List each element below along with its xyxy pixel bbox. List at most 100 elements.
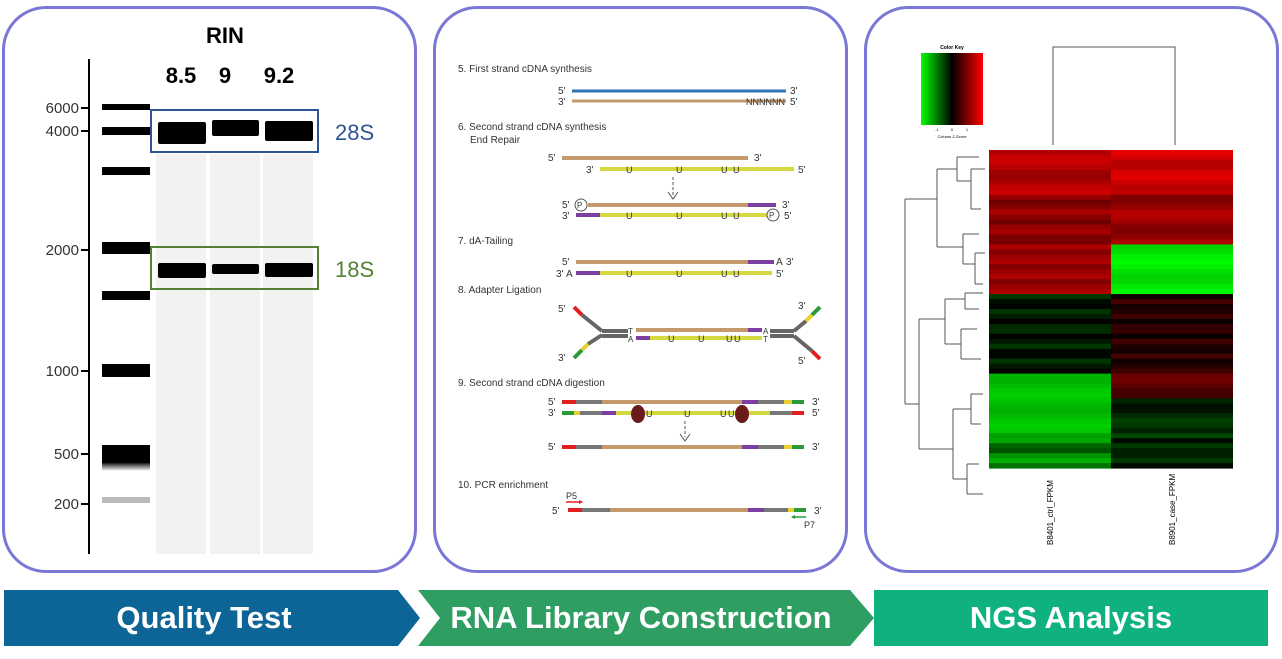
strand-end: 5' — [552, 506, 560, 517]
heatmap-cell — [989, 408, 1111, 414]
primer-p5: P5 — [566, 491, 577, 501]
heatmap-cell — [1111, 413, 1233, 419]
heatmap-cell — [989, 169, 1111, 176]
heatmap-cell — [989, 259, 1111, 265]
heatmap-cell — [1111, 299, 1233, 305]
heatmap-cell — [989, 309, 1111, 315]
heatmap-cell — [1111, 224, 1233, 231]
heatmap-cell — [989, 274, 1111, 280]
heatmap-cell — [989, 249, 1111, 255]
color-key-title: Color Key — [940, 45, 964, 51]
heatmap-cell — [989, 428, 1111, 434]
uracil: U — [676, 211, 683, 221]
uracil: U — [728, 409, 735, 419]
heatmap-cell — [1111, 199, 1233, 206]
heatmap-cell — [1111, 194, 1233, 201]
ladder-label-2000: 2000 — [46, 242, 79, 259]
bands-18s — [158, 263, 313, 278]
heatmap-cell — [989, 164, 1111, 171]
ladder-labels: 6000 4000 2000 1000 500 200 — [46, 100, 79, 513]
heatmap-cell — [1111, 209, 1233, 216]
heatmap-cell — [989, 254, 1111, 260]
heatmap-cell — [989, 338, 1111, 345]
strand-end: 3' — [562, 211, 570, 222]
uracil: U — [721, 211, 728, 221]
heatmap-cell — [989, 184, 1111, 191]
ngs-analysis-step: NGS Analysis — [874, 590, 1268, 646]
heatmap-cell — [989, 383, 1111, 390]
gel-image: RIN 8.5 9 9.2 6000 4000 2000 1000 500 20… — [46, 23, 374, 554]
strand-end: 3' — [798, 301, 806, 312]
strand-end: 5' — [558, 86, 566, 97]
18s-box — [150, 246, 319, 290]
strand-end: 3' — [812, 442, 820, 453]
heatmap-cell — [989, 229, 1111, 236]
heatmap-cell — [989, 209, 1111, 216]
uracil: U — [733, 269, 740, 279]
heatmap-cell — [1111, 393, 1233, 400]
heatmap-cell — [1111, 353, 1233, 360]
uracil: U — [676, 165, 683, 175]
heatmap-cell — [989, 244, 1111, 250]
strand-end: 3' — [586, 165, 594, 176]
strand-end: 3' — [814, 506, 822, 517]
heatmap-cell — [1111, 388, 1233, 395]
heatmap-cell — [989, 179, 1111, 186]
uracil: U — [721, 269, 728, 279]
heatmap-cell — [1111, 403, 1233, 409]
strand-end: 3' — [558, 97, 566, 108]
ladder-label-1000: 1000 — [46, 363, 79, 380]
sample-label-case: B8901_case_FPKM — [1168, 474, 1177, 545]
library-diagram: 5. First strand cDNA synthesis 5' 3' 3' … — [458, 64, 822, 530]
heatmap-cell — [989, 328, 1111, 335]
uracil: U — [698, 334, 705, 344]
heatmap-cell — [1111, 294, 1233, 300]
heatmap-cell — [989, 463, 1111, 469]
ladder-label-200: 200 — [54, 496, 79, 513]
heatmap-cell — [989, 393, 1111, 400]
uracil: U — [646, 409, 653, 419]
uracil: U — [626, 165, 633, 175]
heatmap-cell — [989, 373, 1111, 380]
rin-value-3: 9.2 — [264, 63, 295, 88]
strand-end: 5' — [798, 165, 806, 176]
sample-label-ctrl: B8401_ctrl_FPKM — [1046, 480, 1055, 545]
library-construction-panel: 5. First strand cDNA synthesis 5' 3' 3' … — [433, 6, 848, 573]
ladder-ticks — [81, 107, 89, 505]
heatmap-cell — [1111, 443, 1233, 449]
strand-end: 3' — [782, 200, 790, 211]
heatmap-cell — [1111, 368, 1233, 375]
heatmap-cell — [1111, 328, 1233, 335]
heatmap-cell — [1111, 229, 1233, 236]
uracil: U — [733, 165, 740, 175]
strand-end: 5' — [548, 153, 556, 164]
uracil: U — [721, 165, 728, 175]
heatmap-cell — [1111, 333, 1233, 340]
heatmap-cells — [989, 150, 1233, 469]
heatmap-cell — [989, 333, 1111, 340]
heatmap-cell — [989, 413, 1111, 419]
28s-box — [150, 109, 319, 153]
heatmap-cell — [989, 368, 1111, 375]
heatmap-cell — [1111, 309, 1233, 315]
ngs-analysis-label: NGS Analysis — [969, 600, 1173, 635]
heatmap-cell — [989, 194, 1111, 201]
heatmap-cell — [1111, 244, 1233, 250]
heatmap-cell — [989, 458, 1111, 464]
heatmap-cell — [1111, 289, 1233, 295]
heatmap-cell — [989, 353, 1111, 360]
heatmap-cell — [1111, 373, 1233, 380]
quality-test-panel: RIN 8.5 9 9.2 6000 4000 2000 1000 500 20… — [2, 6, 417, 573]
ladder-label-500: 500 — [54, 446, 79, 463]
uracil: U — [733, 211, 740, 221]
heatmap-cell — [1111, 154, 1233, 161]
heatmap-cell — [989, 343, 1111, 350]
heatmap-cell — [989, 174, 1111, 181]
heatmap-cell — [1111, 463, 1233, 469]
heatmap-cell — [1111, 279, 1233, 285]
heatmap-cell — [989, 318, 1111, 325]
heatmap-cell — [1111, 338, 1233, 345]
heatmap-cell — [989, 433, 1111, 439]
uracil: U — [668, 334, 675, 344]
heatmap-cell — [1111, 304, 1233, 310]
